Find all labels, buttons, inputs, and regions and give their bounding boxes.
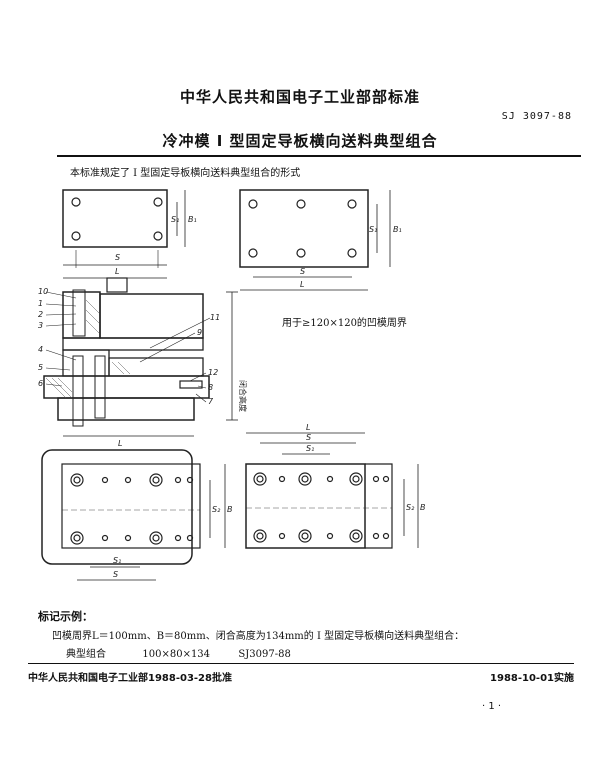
- part-number: 12: [208, 368, 218, 377]
- standard-code: SJ 3097-88: [501, 111, 572, 122]
- dim-label-l-bottom-right: L: [306, 423, 310, 432]
- plan-view-bottom-left: [41, 449, 226, 581]
- figure-note: 用于≥120×120的凹模周界: [282, 318, 407, 329]
- page-number: · 1 ·: [482, 701, 502, 712]
- part-number: 1: [38, 299, 43, 308]
- implementation-date: 1988-10-01实施: [490, 673, 574, 684]
- part-number: 10: [38, 287, 48, 296]
- part-number: 6: [38, 379, 43, 388]
- dim-label-s1-top-right: S₁: [369, 225, 377, 234]
- dim-label-closed-height: 闭合高度: [238, 380, 248, 412]
- title-rule: [57, 155, 581, 157]
- part-number: 7: [208, 397, 214, 406]
- dim-label-b-bottom-right: B: [420, 503, 426, 512]
- dim-label-s-bottom-right: S: [306, 433, 311, 442]
- part-leaders: [45, 291, 211, 403]
- dim-label-l-section: L: [118, 439, 122, 448]
- designation-code: SJ3097-88: [238, 649, 291, 660]
- dim-label-b1-top-right: B₁: [393, 225, 402, 234]
- part-number: 8: [208, 383, 213, 392]
- part-number: 4: [38, 345, 43, 354]
- plate-view-top-right: [239, 189, 391, 291]
- dim-label-l-top-right: L: [300, 280, 304, 289]
- part-number: 11: [210, 313, 220, 322]
- dim-label-s1-bottom-left: S₁: [113, 556, 121, 565]
- designation-dimensions: 100×80×134: [142, 649, 211, 660]
- dim-label-s1-top-left: S₁: [171, 215, 179, 224]
- part-number: 3: [38, 321, 43, 330]
- part-number: 9: [197, 328, 202, 337]
- footer-rule: [28, 663, 574, 664]
- dim-label-l-top-left: L: [115, 267, 119, 276]
- dim-label-b-bottom-left: B: [227, 505, 233, 514]
- dim-label-s-bottom-left: S: [113, 570, 118, 579]
- dim-label-s2-bottom-right: S₂: [406, 503, 415, 512]
- dim-label-s-top-right: S: [300, 267, 305, 276]
- dim-label-s2-bottom-left: S₂: [212, 505, 221, 514]
- marking-example-designation: 典型组合 100×80×134 SJ3097-88: [66, 645, 291, 660]
- part-number: 2: [38, 310, 43, 319]
- marking-example-heading: 标记示例：: [38, 610, 93, 623]
- dim-label-s1-bottom-right: S₁: [306, 444, 314, 453]
- plate-view-top-left: [62, 189, 186, 279]
- document-title: 冷冲模 I 型固定导板横向送料典型组合: [162, 132, 438, 150]
- dim-label-s-top-left: S: [115, 253, 120, 262]
- issuing-organization: 中华人民共和国电子工业部部标准: [179, 88, 420, 106]
- intro-text: 本标准规定了 I 型固定导板横向送料典型组合的形式: [70, 168, 301, 179]
- section-hatching: [45, 299, 131, 399]
- approval-date: 中华人民共和国电子工业部1988-03-28批准: [28, 673, 232, 684]
- designation-label: 典型组合: [66, 649, 106, 660]
- plan-view-bottom-right: [245, 432, 419, 549]
- part-numbers: 10 1 2 3 4 5 6 11 9 12 8 7: [38, 287, 220, 406]
- marking-example-description: 凹模周界L＝100mm、B＝80mm、闭合高度为134mm的 I 型固定导板横向…: [52, 631, 465, 642]
- part-number: 5: [38, 363, 43, 372]
- assembly-section-view: [43, 277, 238, 437]
- dim-label-b1-top-left: B₁: [188, 215, 197, 224]
